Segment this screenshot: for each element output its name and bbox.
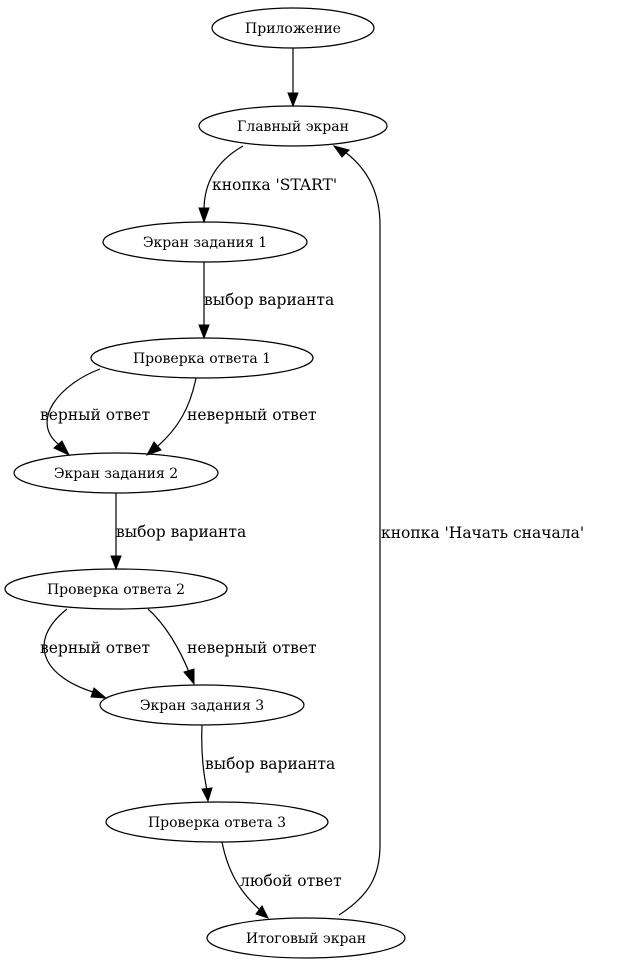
arrowhead-icon [90, 687, 108, 699]
edge-check2-task3-correct: верный ответ [40, 608, 150, 699]
node-label: Итоговый экран [246, 931, 366, 947]
edge-final-main-restart: кнопка 'Начать сначала' [332, 145, 584, 916]
edge-main-task1: кнопка 'START' [198, 145, 337, 224]
node-check1: Проверка ответа 1 [90, 337, 314, 379]
edge-label: выбор варианта [204, 291, 334, 309]
edge-task2-check2: выбор варианта [110, 493, 246, 571]
arrowhead-icon [198, 207, 210, 224]
node-main: Главный экран [198, 105, 388, 147]
edge-task3-check3: выбор варианта [201, 724, 335, 803]
edge-label: кнопка 'Начать сначала' [381, 524, 584, 542]
arrowhead-icon [332, 145, 350, 158]
node-label: Экран задания 2 [54, 466, 178, 482]
node-label: Экран задания 3 [140, 698, 264, 714]
node-label: Проверка ответа 1 [133, 351, 271, 367]
edge-label: неверный ответ [187, 406, 317, 424]
node-task3: Экран задания 3 [99, 684, 305, 726]
node-task2: Экран задания 2 [13, 452, 219, 494]
edge-label: любой ответ [240, 872, 342, 890]
edge-label: выбор варианта [205, 755, 335, 773]
node-label: Проверка ответа 2 [47, 582, 185, 598]
node-label: Приложение [245, 21, 341, 37]
arrowhead-icon [183, 668, 195, 686]
node-label: Экран задания 1 [143, 235, 267, 251]
node-label: Главный экран [237, 119, 349, 135]
node-final: Итоговый экран [206, 917, 406, 959]
arrowhead-icon [287, 92, 299, 108]
edge-task1-check1: выбор варианта [198, 262, 334, 340]
arrowhead-icon [110, 555, 122, 571]
arrowhead-icon [198, 324, 210, 340]
edge-label: выбор варианта [116, 523, 246, 541]
node-check3: Проверка ответа 3 [105, 801, 329, 843]
node-task1: Экран задания 1 [102, 221, 308, 263]
node-app: Приложение [211, 7, 375, 49]
edge-label: кнопка 'START' [212, 176, 337, 194]
edge-label: верный ответ [40, 639, 150, 657]
node-check2: Проверка ответа 2 [4, 568, 228, 610]
arrowhead-icon [201, 787, 213, 803]
arrowhead-icon [145, 441, 162, 456]
edge-check3-final: любой ответ [221, 841, 342, 919]
edge-check1-task2-correct: верный ответ [40, 368, 150, 457]
edge-label: неверный ответ [187, 639, 317, 657]
arrowhead-icon [255, 905, 269, 919]
node-label: Проверка ответа 3 [148, 815, 286, 831]
edge-check1-task2-wrong: неверный ответ [145, 377, 317, 456]
arrowhead-icon [53, 440, 71, 457]
edge-app-main [287, 48, 299, 108]
edge-label: верный ответ [40, 406, 150, 424]
edge-check2-task3-wrong: неверный ответ [147, 608, 317, 686]
